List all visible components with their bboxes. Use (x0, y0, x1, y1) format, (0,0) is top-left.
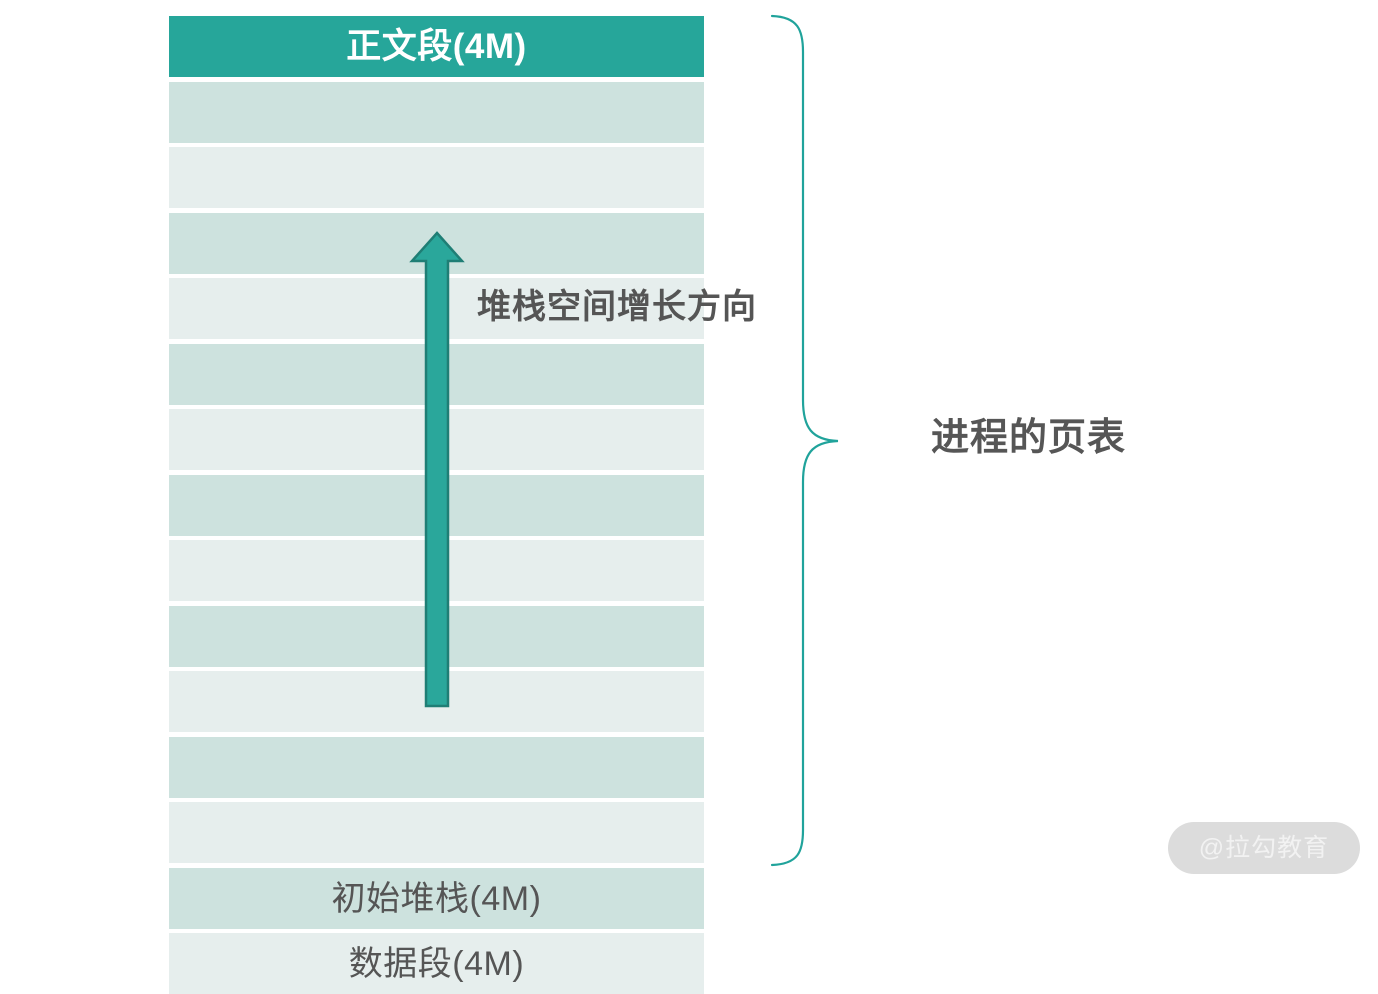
memory-row-labeled: 正文段(4M) (169, 16, 704, 77)
stack-growth-arrow (409, 230, 465, 710)
page-table-brace (760, 0, 860, 896)
memory-row-blank (169, 82, 704, 143)
memory-row-blank (169, 802, 704, 863)
memory-row-labeled: 初始堆栈(4M) (169, 868, 704, 929)
watermark-badge: @拉勾教育 (1168, 822, 1360, 874)
page-table-label: 进程的页表 (931, 417, 1127, 459)
memory-row-label: 初始堆栈(4M) (331, 879, 542, 918)
memory-row-label: 数据段(4M) (348, 944, 525, 983)
memory-row-blank (169, 147, 704, 208)
memory-row-labeled: 数据段(4M) (169, 933, 704, 994)
right-curly-brace-icon (770, 14, 839, 867)
memory-row-label: 正文段(4M) (346, 27, 527, 66)
memory-row-blank (169, 737, 704, 798)
stack-growth-caption: 堆栈空间增长方向 (477, 288, 757, 326)
watermark-text: @拉勾教育 (1198, 833, 1330, 862)
up-arrow-icon (409, 231, 465, 708)
